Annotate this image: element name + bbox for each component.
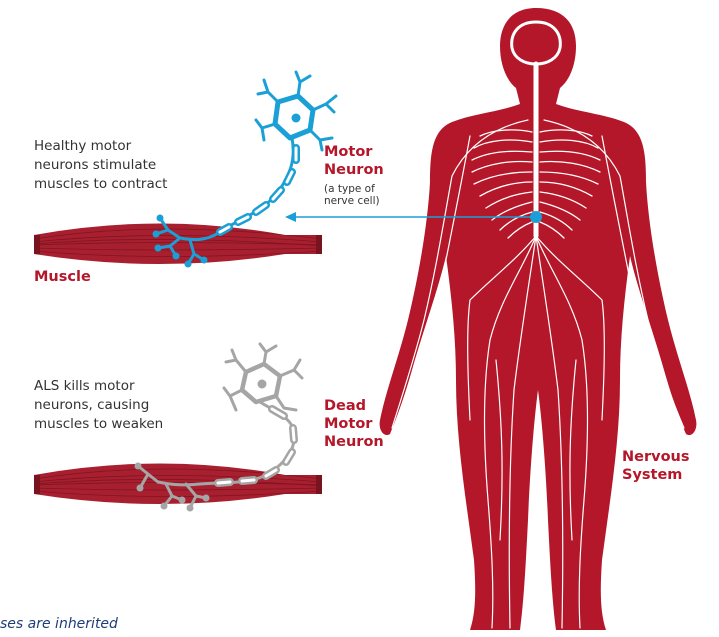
als-description: ALS kills motor neurons, causing muscles… (34, 377, 163, 434)
healthy-neuron-description: Healthy motor neurons stimulate muscles … (34, 137, 167, 194)
description-line: muscles to weaken (34, 415, 163, 434)
note-line: nerve cell) (324, 195, 380, 207)
description-line: neurons, causing (34, 396, 163, 415)
description-line: ALS kills motor (34, 377, 163, 396)
label-line: Neuron (324, 433, 384, 451)
motor-neuron-label: Motor Neuron (324, 143, 384, 179)
label-line: Motor (324, 415, 384, 433)
dead-motor-neuron-label: Dead Motor Neuron (324, 397, 384, 451)
nervous-system-label: Nervous System (622, 448, 690, 484)
note-line: (a type of (324, 183, 380, 195)
label-line: System (622, 466, 690, 484)
footer-caption: ses are inherited (0, 616, 118, 632)
label-line: Neuron (324, 161, 384, 179)
label-line: Motor (324, 143, 384, 161)
label-line: Nervous (622, 448, 690, 466)
description-line: muscles to contract (34, 175, 167, 194)
muscle-label: Muscle (34, 268, 91, 286)
description-line: Healthy motor (34, 137, 167, 156)
nerve-cell-note: (a type of nerve cell) (324, 183, 380, 207)
description-line: neurons stimulate (34, 156, 167, 175)
label-line: Dead (324, 397, 384, 415)
